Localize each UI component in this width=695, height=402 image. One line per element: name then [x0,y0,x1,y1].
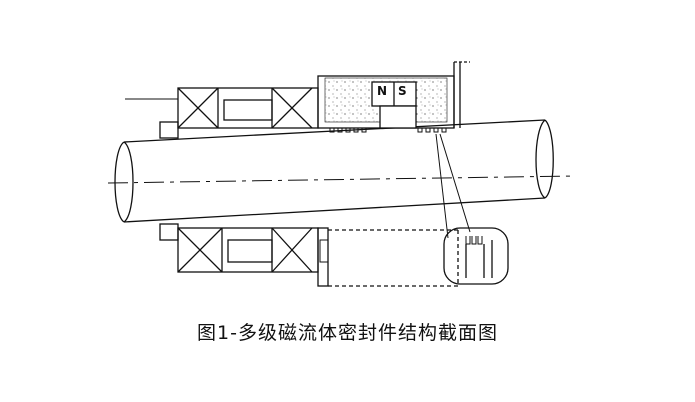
south-pole-label: S [397,84,408,98]
upper-pole-teeth [329,127,447,133]
figure-caption: 图1-多级磁流体密封件结构截面图 [197,322,498,344]
lower-magnet-housing [317,227,459,287]
magnet-pole-labels: N S [376,84,416,104]
center-line [107,175,576,184]
detail-magnifier [443,227,509,285]
north-pole-label: N [376,84,389,98]
shaft [114,119,554,223]
upper-bearing-housing [159,87,319,139]
lower-bearing-housing [159,223,319,273]
